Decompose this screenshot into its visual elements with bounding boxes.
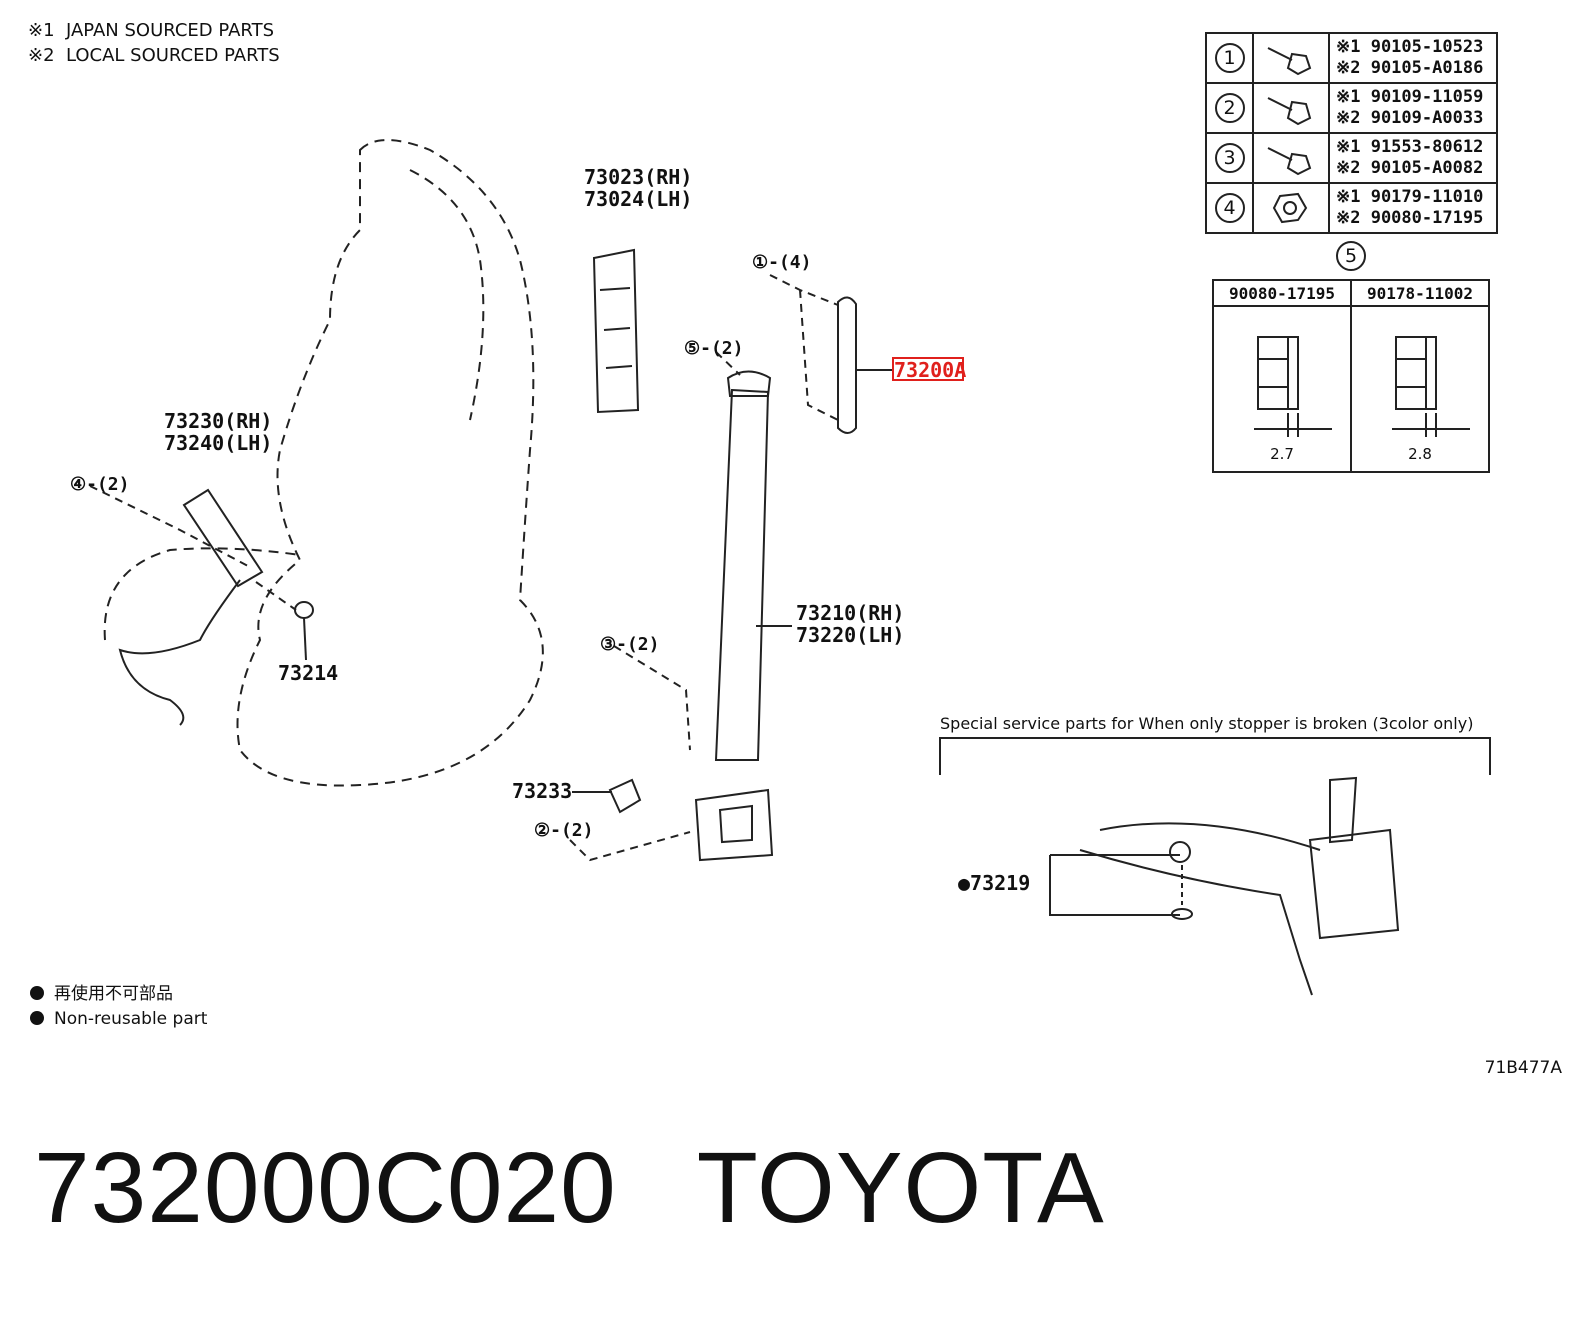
callout-2: ②-(2) <box>534 820 593 841</box>
nut-cell-2: 2.8 <box>1350 305 1490 473</box>
special-frame <box>939 737 1491 775</box>
seat-inner-line <box>409 169 485 421</box>
buckle <box>182 488 264 588</box>
nut-part-1: 90080-17195 <box>1212 279 1352 307</box>
footnote: 再使用不可部品 Non-reusable part <box>30 982 207 1032</box>
bullet-icon <box>30 1011 44 1025</box>
pillar-trim <box>592 248 640 414</box>
callout-5: ⑤-(2) <box>684 338 743 359</box>
fastener-row: 1 ※1 90105-10523※2 90105-A0186 <box>1205 32 1498 84</box>
callout-3: ③-(2) <box>600 634 659 655</box>
fastener-row: 3 ※1 91553-80612※2 90105-A0082 <box>1205 132 1498 184</box>
fastener-number: 4 <box>1214 193 1245 223</box>
callout-4: ④-(2) <box>70 474 129 495</box>
flange-nut-icon <box>1392 336 1470 437</box>
fastener-row: 2 ※1 90109-11059※2 90109-A0033 <box>1205 82 1498 134</box>
diagram-code: 71B477A <box>1484 1058 1562 1078</box>
label-cover: 73233 <box>512 779 572 803</box>
label-pillar-lh: 73024(LH) <box>584 187 692 211</box>
part-local: ※2 90105-A0082 <box>1336 158 1484 178</box>
callout-1: ①-(4) <box>752 252 811 273</box>
nut-table: 90080-17195 90178-11002 2.7 2.8 <box>1212 279 1490 473</box>
nut-cell-1: 2.7 <box>1212 305 1352 473</box>
footnote-en: Non-reusable part <box>54 1009 208 1029</box>
nut-group-number: 5 <box>1336 241 1366 271</box>
part-japan: ※1 90105-10523 <box>1336 37 1484 57</box>
part-local: ※2 90105-A0186 <box>1336 58 1484 78</box>
bolt-icon <box>1267 147 1312 176</box>
part-japan: ※1 90179-11010 <box>1336 187 1484 207</box>
nut-icon <box>1272 192 1308 224</box>
nut-part-2: 90178-11002 <box>1350 279 1490 307</box>
nut-group-circle: 5 <box>1336 241 1366 271</box>
nut-dim-1: 2.7 <box>1270 445 1294 463</box>
flange-nut-icon <box>1254 336 1332 437</box>
part-local: ※2 90080-17195 <box>1336 208 1484 228</box>
label-anchor: 73200A <box>894 358 966 382</box>
part-number: 732000C020 <box>34 1132 617 1244</box>
footnote-jp: 再使用不可部品 <box>54 984 173 1004</box>
label-stopper: ●73219 <box>958 871 1030 895</box>
seat-outline <box>236 139 544 787</box>
fastener-table: 1 ※1 90105-10523※2 90105-A0186 2 ※1 9010… <box>1205 32 1498 234</box>
brand-name: TOYOTA <box>696 1132 1105 1244</box>
legend-japan: ※1 JAPAN SOURCED PARTS <box>28 20 275 41</box>
retractor <box>694 788 774 862</box>
label-buckle-rh: 73230(RH) <box>164 409 272 433</box>
anchor-plate <box>837 296 857 434</box>
bolt-icon <box>1267 97 1312 126</box>
bolt-icon <box>1267 47 1312 76</box>
part-japan: ※1 91553-80612 <box>1336 137 1484 157</box>
special-service-caption: Special service parts for When only stop… <box>940 714 1474 733</box>
source-legend: ※1 JAPAN SOURCED PARTS ※2 LOCAL SOURCED … <box>28 18 280 68</box>
label-belt-lh: 73220(LH) <box>796 623 904 647</box>
part-japan: ※1 90109-11059 <box>1336 87 1484 107</box>
label-buckle-lh: 73240(LH) <box>164 431 272 455</box>
fastener-row: 4 ※1 90179-11010※2 90080-17195 <box>1205 182 1498 234</box>
belt-strap <box>714 388 770 761</box>
label-belt-rh: 73210(RH) <box>796 601 904 625</box>
anchor-highlight-box <box>892 357 964 381</box>
nut-dim-2: 2.8 <box>1408 445 1432 463</box>
bullet-icon <box>30 986 44 1000</box>
part-local: ※2 90109-A0033 <box>1336 108 1484 128</box>
fastener-number: 2 <box>1214 93 1245 123</box>
legend-local: ※2 LOCAL SOURCED PARTS <box>28 45 280 66</box>
page-title: 732000C020 TOYOTA <box>34 1128 1105 1248</box>
label-pillar-rh: 73023(RH) <box>584 165 692 189</box>
label-washer: 73214 <box>278 661 338 685</box>
fastener-number: 3 <box>1214 143 1245 173</box>
fastener-number: 1 <box>1214 43 1245 73</box>
seat-cushion-line <box>103 547 301 641</box>
